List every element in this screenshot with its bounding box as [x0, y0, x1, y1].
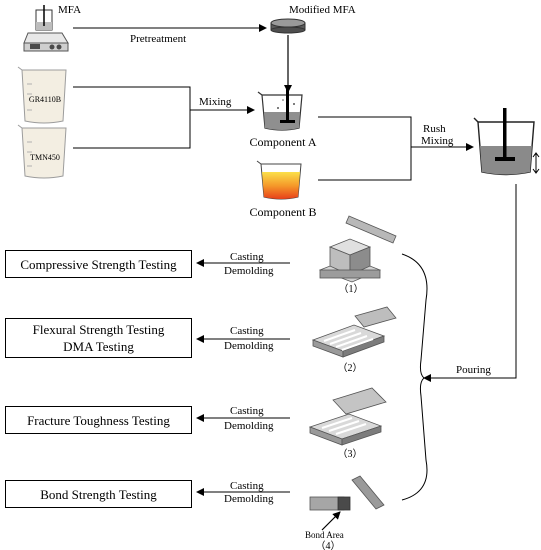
- compressive-test-box: Compressive Strength Testing: [5, 250, 192, 278]
- demolding-label-2: Demolding: [224, 340, 274, 352]
- mixing-label: Mixing: [199, 96, 232, 108]
- mfa-stirrer-icon: [23, 5, 69, 52]
- tmn450-beaker-icon: [17, 124, 67, 179]
- tmn450-label: TMN450: [30, 153, 60, 162]
- bond-area-label: Bond Area: [305, 530, 344, 540]
- component-b-label: Component B: [249, 205, 316, 219]
- casting-label-1: Casting: [230, 251, 264, 263]
- mixing-beaker-icon: [473, 108, 540, 176]
- mold-3-index: （3）: [338, 448, 363, 460]
- bond-test-box: Bond Strength Testing: [5, 480, 192, 508]
- demolding-label-1: Demolding: [224, 265, 274, 277]
- rush-mixing-label: Mixing: [421, 135, 454, 147]
- component-a-label: Component A: [249, 135, 316, 149]
- pouring-arrow: [423, 184, 517, 382]
- compressive-test-label: Compressive Strength Testing: [20, 256, 177, 272]
- flexural-test-box: Flexural Strength Testing DMA Testing: [5, 318, 192, 358]
- mold-3-icon: [308, 387, 387, 446]
- mfa-label: MFA: [58, 4, 81, 16]
- casting-label-4: Casting: [230, 480, 264, 492]
- demolding-label-3: Demolding: [224, 420, 274, 432]
- modified-mfa-dish-icon: [270, 18, 306, 34]
- pretreatment-label: Pretreatment: [130, 33, 186, 45]
- mold-2-index: （2）: [338, 362, 363, 374]
- fracture-test-box: Fracture Toughness Testing: [5, 406, 192, 434]
- fracture-test-label: Fracture Toughness Testing: [27, 412, 170, 428]
- mold-1-icon: [318, 215, 397, 283]
- component-a-beaker-icon: [257, 86, 303, 131]
- mold-4-icon: [309, 475, 385, 511]
- casting-label-3: Casting: [230, 405, 264, 417]
- casting-label-2: Casting: [230, 325, 264, 337]
- component-b-beaker-icon: [256, 160, 302, 200]
- bond-test-label: Bond Strength Testing: [40, 486, 157, 502]
- gr4110b-label: GR4110B: [29, 95, 61, 104]
- rush-label: Rush: [423, 123, 446, 135]
- gr4110b-beaker-icon: [17, 66, 67, 124]
- pouring-label: Pouring: [456, 364, 491, 376]
- bond-area-arrow: [321, 511, 341, 531]
- pouring-brace: [401, 253, 428, 501]
- mold-2-icon: [311, 306, 397, 358]
- mold-4-index: （4）: [316, 540, 341, 550]
- mold-1-index: （1）: [339, 283, 364, 295]
- demolding-label-4: Demolding: [224, 493, 274, 505]
- modified-mfa-label: Modified MFA: [289, 4, 356, 16]
- dma-test-label: DMA Testing: [63, 339, 134, 354]
- rush-mixing-bracket: [318, 116, 412, 181]
- flexural-test-label: Flexural Strength Testing: [32, 322, 165, 337]
- mixing-bracket: [73, 86, 191, 149]
